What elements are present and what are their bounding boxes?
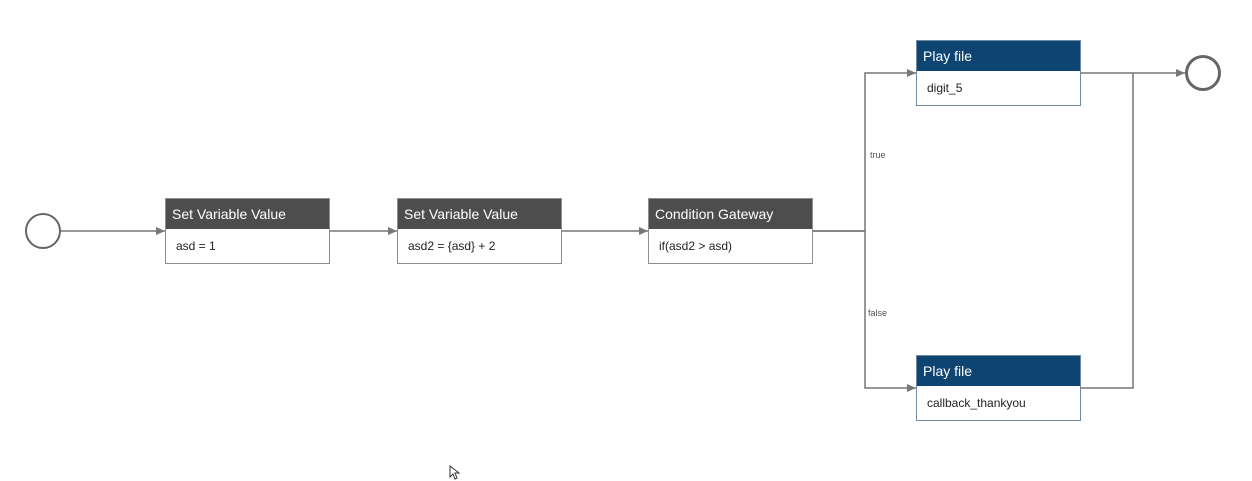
node-play-file-true[interactable]: Play file digit_5 [916, 40, 1081, 106]
edge-condition-false [813, 230, 916, 392]
node-title: Play file [917, 41, 1080, 71]
node-body: if(asd2 > asd) [659, 239, 733, 253]
node-title: Set Variable Value [398, 199, 561, 229]
edge-label-false: false [868, 308, 888, 318]
node-play-file-false[interactable]: Play file callback_thankyou [916, 355, 1081, 421]
node-set-variable-value-1[interactable]: Set Variable Value asd = 1 [165, 198, 330, 264]
node-condition-gateway[interactable]: Condition Gateway if(asd2 > asd) [648, 198, 813, 264]
node-body: asd = 1 [176, 239, 216, 253]
edge-label-true: true [870, 150, 886, 160]
edge-play-false-to-end [1081, 73, 1134, 389]
node-title: Condition Gateway [649, 199, 812, 229]
node-body: callback_thankyou [927, 396, 1026, 410]
node-set-variable-value-2[interactable]: Set Variable Value asd2 = {asd} + 2 [397, 198, 562, 264]
node-title: Play file [917, 356, 1080, 386]
node-body: asd2 = {asd} + 2 [408, 239, 496, 253]
start-event[interactable] [25, 213, 61, 249]
node-body: digit_5 [927, 81, 963, 95]
mouse-cursor-icon [449, 465, 461, 480]
end-event[interactable] [1185, 55, 1221, 91]
edge-condition-true [813, 69, 916, 232]
node-title: Set Variable Value [166, 199, 329, 229]
